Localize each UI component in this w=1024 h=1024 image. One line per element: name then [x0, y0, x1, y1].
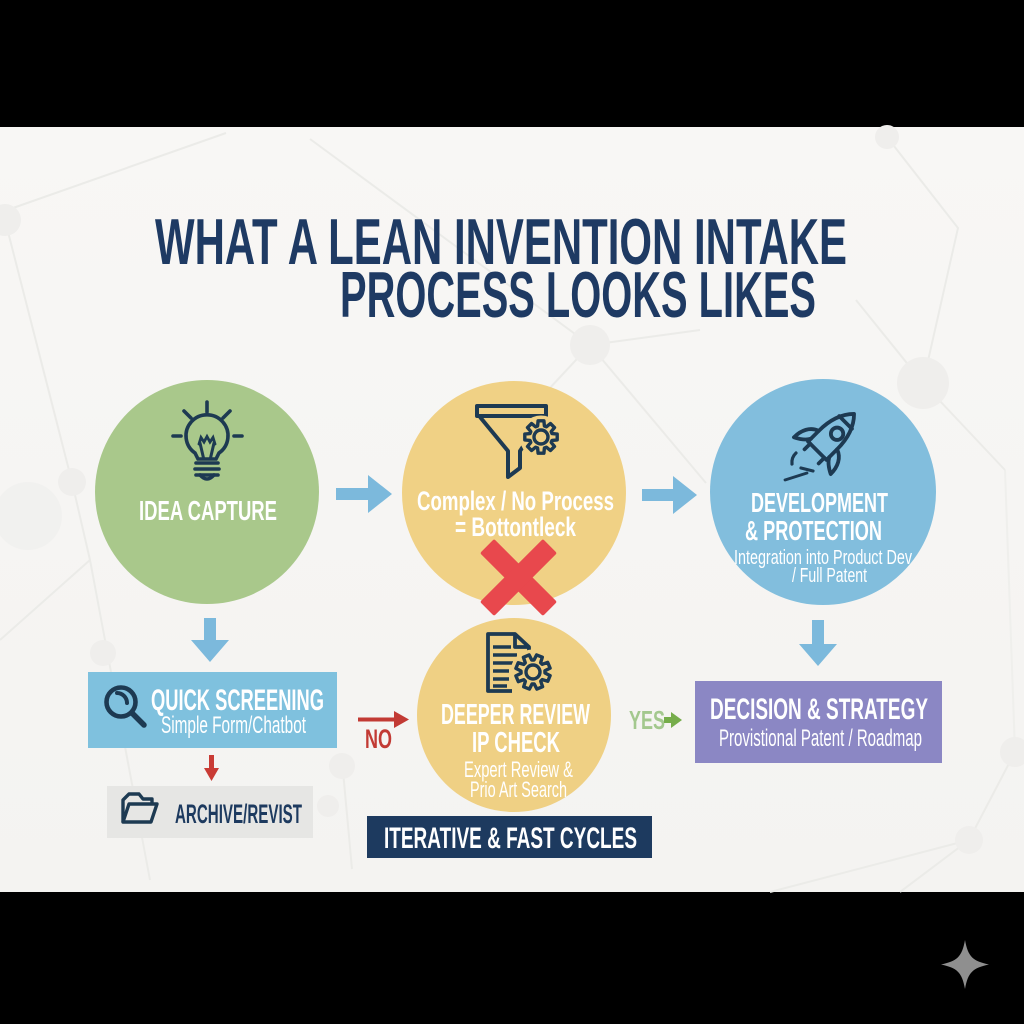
- svg-text:NO: NO: [365, 724, 392, 754]
- svg-text:= Bottontleck: = Bottontleck: [455, 512, 577, 542]
- svg-text:Complex / No Process: Complex / No Process: [417, 486, 614, 516]
- svg-text:IP CHECK: IP CHECK: [472, 727, 560, 759]
- svg-text:QUICK SCREENING: QUICK SCREENING: [151, 684, 324, 717]
- svg-text:ITERATIVE & FAST CYCLES: ITERATIVE & FAST CYCLES: [384, 822, 637, 855]
- svg-text:Simple Form/Chatbot: Simple Form/Chatbot: [161, 712, 306, 739]
- svg-text:PROCESS LOOKS LIKES: PROCESS LOOKS LIKES: [340, 258, 816, 331]
- svg-text:& PROTECTION: & PROTECTION: [745, 515, 882, 546]
- svg-text:/ Full Patent: / Full Patent: [792, 565, 867, 587]
- svg-text:YES: YES: [629, 705, 665, 735]
- svg-text:DEVELOPMENT: DEVELOPMENT: [751, 487, 888, 518]
- svg-text:ARCHIVE/REVIST: ARCHIVE/REVIST: [175, 799, 302, 829]
- svg-text:Prio Art Search: Prio Art Search: [470, 777, 567, 802]
- svg-text:Provistional Patent / Roadmap: Provistional Patent / Roadmap: [719, 725, 922, 752]
- svg-text:WHAT A LEAN INVENTION INTAKE: WHAT A LEAN INVENTION INTAKE: [155, 205, 847, 278]
- svg-text:IDEA CAPTURE: IDEA CAPTURE: [139, 495, 277, 526]
- svg-text:Expert Review &: Expert Review &: [464, 757, 573, 782]
- svg-text:DECISION & STRATEGY: DECISION & STRATEGY: [710, 693, 928, 726]
- svg-text:DEEPER REVIEW: DEEPER REVIEW: [441, 699, 590, 731]
- svg-text:Integration into Product Dev: Integration into Product Dev: [734, 547, 912, 569]
